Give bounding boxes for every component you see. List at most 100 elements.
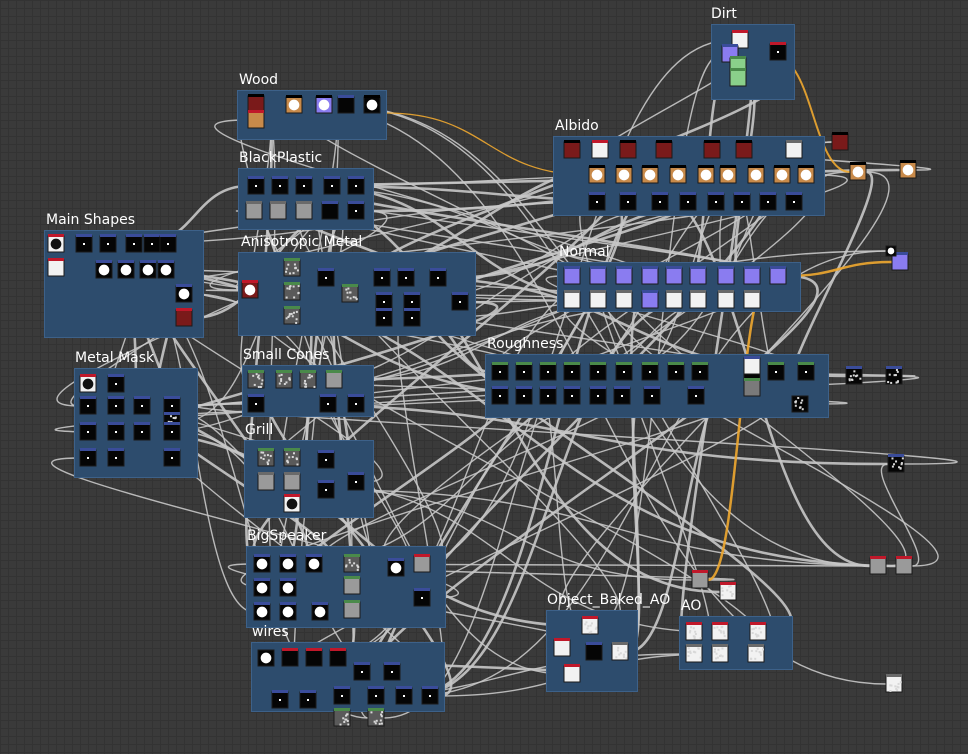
graph-node[interactable] [641, 290, 659, 309]
graph-node[interactable] [317, 450, 335, 469]
graph-node[interactable] [797, 165, 815, 184]
graph-node[interactable] [691, 362, 709, 381]
graph-node[interactable] [329, 648, 347, 667]
graph-node[interactable] [887, 454, 905, 473]
graph-node[interactable] [703, 140, 721, 159]
graph-node[interactable] [403, 308, 421, 327]
graph-node[interactable] [785, 192, 803, 211]
graph-node[interactable] [157, 260, 175, 279]
graph-node[interactable] [685, 644, 703, 663]
graph-node[interactable] [283, 258, 301, 277]
graph-node[interactable] [515, 362, 533, 381]
graph-node[interactable] [743, 290, 761, 309]
graph-node[interactable] [687, 386, 705, 405]
graph-node[interactable] [341, 284, 359, 303]
graph-node[interactable] [79, 396, 97, 415]
graph-node[interactable] [159, 234, 177, 253]
graph-node[interactable] [373, 268, 391, 287]
graph-node[interactable] [347, 201, 365, 220]
graph-node[interactable] [395, 686, 413, 705]
graph-node[interactable] [581, 616, 599, 635]
graph-node[interactable] [643, 386, 661, 405]
graph-node[interactable] [717, 266, 735, 285]
graph-node[interactable] [719, 582, 737, 601]
graph-node[interactable] [79, 374, 97, 393]
graph-node[interactable] [283, 494, 301, 513]
graph-node[interactable] [691, 570, 709, 589]
graph-node[interactable] [279, 578, 297, 597]
graph-node[interactable] [283, 472, 301, 491]
graph-node[interactable] [247, 176, 265, 195]
graph-node[interactable] [343, 576, 361, 595]
graph-node[interactable] [491, 386, 509, 405]
graph-node[interactable] [651, 192, 669, 211]
graph-node[interactable] [588, 165, 606, 184]
graph-node[interactable] [363, 95, 381, 114]
graph-node[interactable] [589, 362, 607, 381]
graph-node[interactable] [563, 664, 581, 683]
graph-node[interactable] [413, 554, 431, 573]
graph-node[interactable] [885, 366, 903, 385]
graph-node[interactable] [253, 578, 271, 597]
graph-node[interactable] [611, 642, 629, 661]
graph-node[interactable] [641, 362, 659, 381]
graph-node[interactable] [397, 268, 415, 287]
graph-node[interactable] [79, 422, 97, 441]
graph-node[interactable] [689, 290, 707, 309]
graph-node[interactable] [773, 165, 791, 184]
graph-node[interactable] [333, 708, 351, 727]
graph-node[interactable] [615, 362, 633, 381]
graph-node[interactable] [669, 165, 687, 184]
graph-node[interactable] [257, 472, 275, 491]
graph-node[interactable] [163, 448, 181, 467]
graph-node[interactable] [615, 290, 633, 309]
graph-node[interactable] [451, 292, 469, 311]
graph-node[interactable] [283, 448, 301, 467]
graph-node[interactable] [347, 176, 365, 195]
graph-node[interactable] [491, 362, 509, 381]
graph-node[interactable] [743, 356, 761, 375]
graph-node[interactable] [247, 110, 265, 129]
graph-node[interactable] [553, 638, 571, 657]
graph-node[interactable] [711, 622, 729, 641]
graph-node[interactable] [107, 448, 125, 467]
graph-node[interactable] [375, 292, 393, 311]
graph-node[interactable] [869, 556, 887, 575]
graph-node[interactable] [769, 42, 787, 61]
graph-node[interactable] [735, 140, 753, 159]
graph-node[interactable] [143, 234, 161, 253]
graph-node[interactable] [719, 165, 737, 184]
graph-node[interactable] [247, 94, 265, 113]
graph-node[interactable] [299, 370, 317, 389]
graph-node[interactable] [797, 362, 815, 381]
graph-node[interactable] [279, 602, 297, 621]
graph-node[interactable] [707, 192, 725, 211]
graph-node[interactable] [895, 556, 913, 575]
graph-node[interactable] [47, 258, 65, 277]
graph-node[interactable] [733, 192, 751, 211]
graph-node[interactable] [697, 165, 715, 184]
graph-node[interactable] [589, 290, 607, 309]
graph-node[interactable] [383, 662, 401, 681]
graph-node[interactable] [747, 165, 765, 184]
graph-node[interactable] [315, 95, 333, 114]
graph-node[interactable] [367, 686, 385, 705]
graph-node[interactable] [711, 644, 729, 663]
graph-node[interactable] [539, 362, 557, 381]
graph-node[interactable] [743, 378, 761, 397]
graph-node[interactable] [275, 370, 293, 389]
graph-node[interactable] [79, 448, 97, 467]
graph-node[interactable] [615, 266, 633, 285]
graph-node[interactable] [353, 662, 371, 681]
graph-node[interactable] [99, 234, 117, 253]
graph-node[interactable] [323, 176, 341, 195]
graph-node[interactable] [257, 649, 275, 667]
graph-node[interactable] [785, 140, 803, 159]
graph-node[interactable] [591, 140, 609, 159]
graph-node[interactable] [759, 192, 777, 211]
graph-node[interactable] [689, 266, 707, 285]
graph-node[interactable] [539, 386, 557, 405]
graph-node[interactable] [347, 394, 365, 413]
graph-node[interactable] [845, 366, 863, 385]
